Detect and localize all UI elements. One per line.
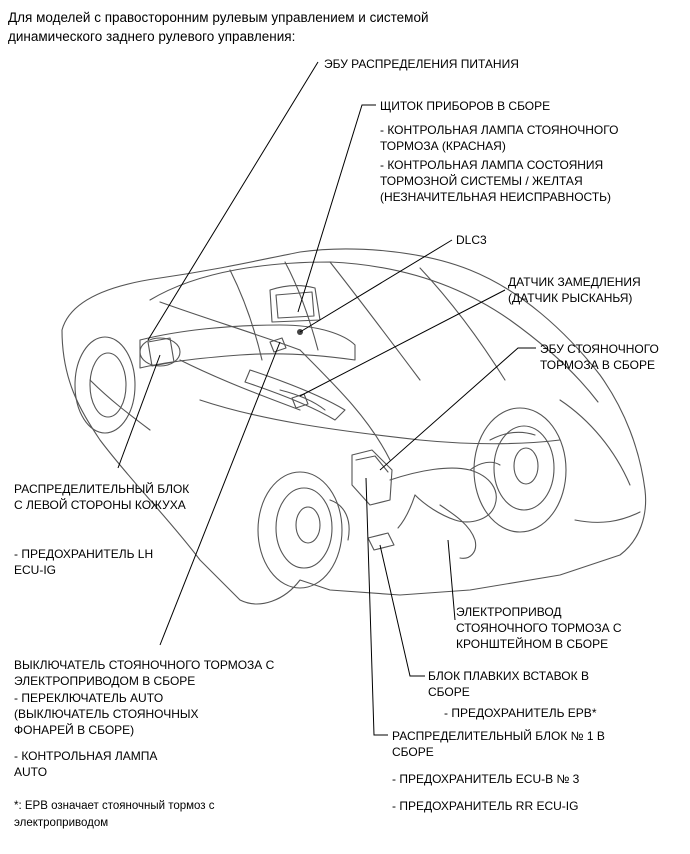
leader-epb-ecu: [379, 347, 536, 471]
leader-left-block: [117, 354, 161, 469]
label-auto-lamp-l2: AUTO: [14, 765, 48, 779]
label-cluster-item1-l2: ТОРМОЗА (КРАСНАЯ): [380, 139, 506, 153]
leader-actuator: [447, 539, 456, 621]
epb-ecu-shape: [351, 449, 393, 506]
label-fuse-lh-l1: - ПРЕДОХРАНИТЕЛЬ LH: [14, 547, 154, 561]
label-epb-ecu-l1: ЭБУ СТОЯНОЧНОГО: [540, 342, 659, 356]
label-auto-lamp-l1: - КОНТРОЛЬНАЯ ЛАМПА: [14, 749, 158, 763]
windshield-line: [159, 301, 301, 351]
diagram-header: Для моделей с правосторонним рулевым упр…: [8, 8, 429, 46]
switch-shape: [269, 337, 287, 353]
label-switch-auto-l3: ФОНАРЕЙ В СБОРЕ): [14, 723, 135, 737]
decel-sensor-shape: [291, 393, 309, 409]
label-actuator-l3: КРОНШТЕЙНОМ В СБОРЕ: [456, 637, 609, 651]
leader-power-ecu: [147, 61, 319, 341]
wire-harness: [389, 467, 497, 523]
label-cluster-item1-l1: - КОНТРОЛЬНАЯ ЛАМПА СТОЯНОЧНОГО: [380, 123, 619, 137]
fuse-block-shape: [367, 532, 395, 551]
header-line-1: Для моделей с правосторонним рулевым упр…: [8, 10, 429, 25]
label-left-block-l2: С ЛЕВОЙ СТОРОНЫ КОЖУХА: [14, 498, 186, 512]
label-dist-block-l1: РАСПРЕДЕЛИТЕЛЬНЫЙ БЛОК № 1 В: [392, 729, 605, 743]
leader-cluster: [297, 104, 376, 313]
leader-decel: [299, 289, 506, 397]
label-cluster-item2-l3: (НЕЗНАЧИТЕЛЬНАЯ НЕИСПРАВНОСТЬ): [380, 190, 612, 204]
rear-left-wheel: [257, 471, 350, 589]
cluster-shape: [275, 291, 315, 319]
label-epb-ecu-l2: ТОРМОЗА В СБОРЕ: [540, 358, 655, 372]
label-cluster-item2-l2: ТОРМОЗНОЙ СИСТЕМЫ / ЖЕЛТАЯ: [380, 174, 583, 188]
power-ecu-shape: [147, 337, 175, 367]
front-wheel: [74, 336, 136, 434]
leader-dlc3: [299, 239, 453, 333]
label-switch-l1: ВЫКЛЮЧАТЕЛЬ СТОЯНОЧНОГО ТОРМОЗА С: [14, 658, 275, 672]
footnote-line-1: *: EPB означает стояночный тормоз с: [14, 800, 215, 812]
rear-right-wheel: [473, 407, 567, 533]
footnote: *: EPB означает стояночный тормоз с элек…: [14, 798, 215, 832]
dashboard-outline: [139, 324, 356, 369]
leader-fuse-block: [379, 544, 425, 677]
label-power-ecu: ЭБУ РАСПРЕДЕЛЕНИЯ ПИТАНИЯ: [324, 57, 519, 71]
label-actuator-l2: СТОЯНОЧНОГО ТОРМОЗА С: [456, 621, 622, 635]
footnote-line-2: электроприводом: [14, 817, 109, 829]
label-switch-auto-l1: - ПЕРЕКЛЮЧАТЕЛЬ AUTO: [14, 691, 164, 705]
label-decel-l1: ДАТЧИК ЗАМЕДЛЕНИЯ: [508, 275, 641, 289]
label-fuse-epb: - ПРЕДОХРАНИТЕЛЬ EPB*: [444, 706, 597, 720]
label-cluster-title: ЩИТОК ПРИБОРОВ В СБОРЕ: [380, 99, 551, 113]
label-fuse-block-l2: СБОРЕ: [428, 685, 470, 699]
label-switch-l2: ЭЛЕКТРОПРИВОДОМ В СБОРЕ: [14, 674, 196, 688]
label-left-block-l1: РАСПРЕДЕЛИТЕЛЬНЫЙ БЛОК: [14, 482, 190, 496]
leader-switch: [159, 341, 281, 646]
label-dist-block-l2: СБОРЕ: [392, 745, 434, 759]
label-switch-auto-l2: (ВЫКЛЮЧАТЕЛЬ СТОЯНОЧНЫХ: [14, 707, 199, 721]
header-line-2: динамического заднего рулевого управлени…: [8, 29, 296, 44]
label-fuse-ecub: - ПРЕДОХРАНИТЕЛЬ ECU-B № 3: [392, 772, 580, 786]
label-dlc3: DLC3: [456, 233, 487, 247]
label-decel-l2: (ДАТЧИК РЫСКАНЬЯ): [508, 291, 633, 305]
label-cluster-item2-l1: - КОНТРОЛЬНАЯ ЛАМПА СОСТОЯНИЯ: [380, 158, 604, 172]
label-fuse-lh-l2: ECU-IG: [14, 563, 56, 577]
label-actuator-l1: ЭЛЕКТРОПРИВОД: [456, 605, 562, 619]
leader-dist-block: [365, 477, 388, 736]
car-roof-line: [149, 261, 599, 403]
label-fuse-block-l1: БЛОК ПЛАВКИХ ВСТАВОК В: [428, 669, 589, 683]
car-body-outline: [61, 248, 647, 605]
label-fuse-rr: - ПРЕДОХРАНИТЕЛЬ RR ECU-IG: [392, 799, 579, 813]
leader-lines: [117, 61, 536, 736]
